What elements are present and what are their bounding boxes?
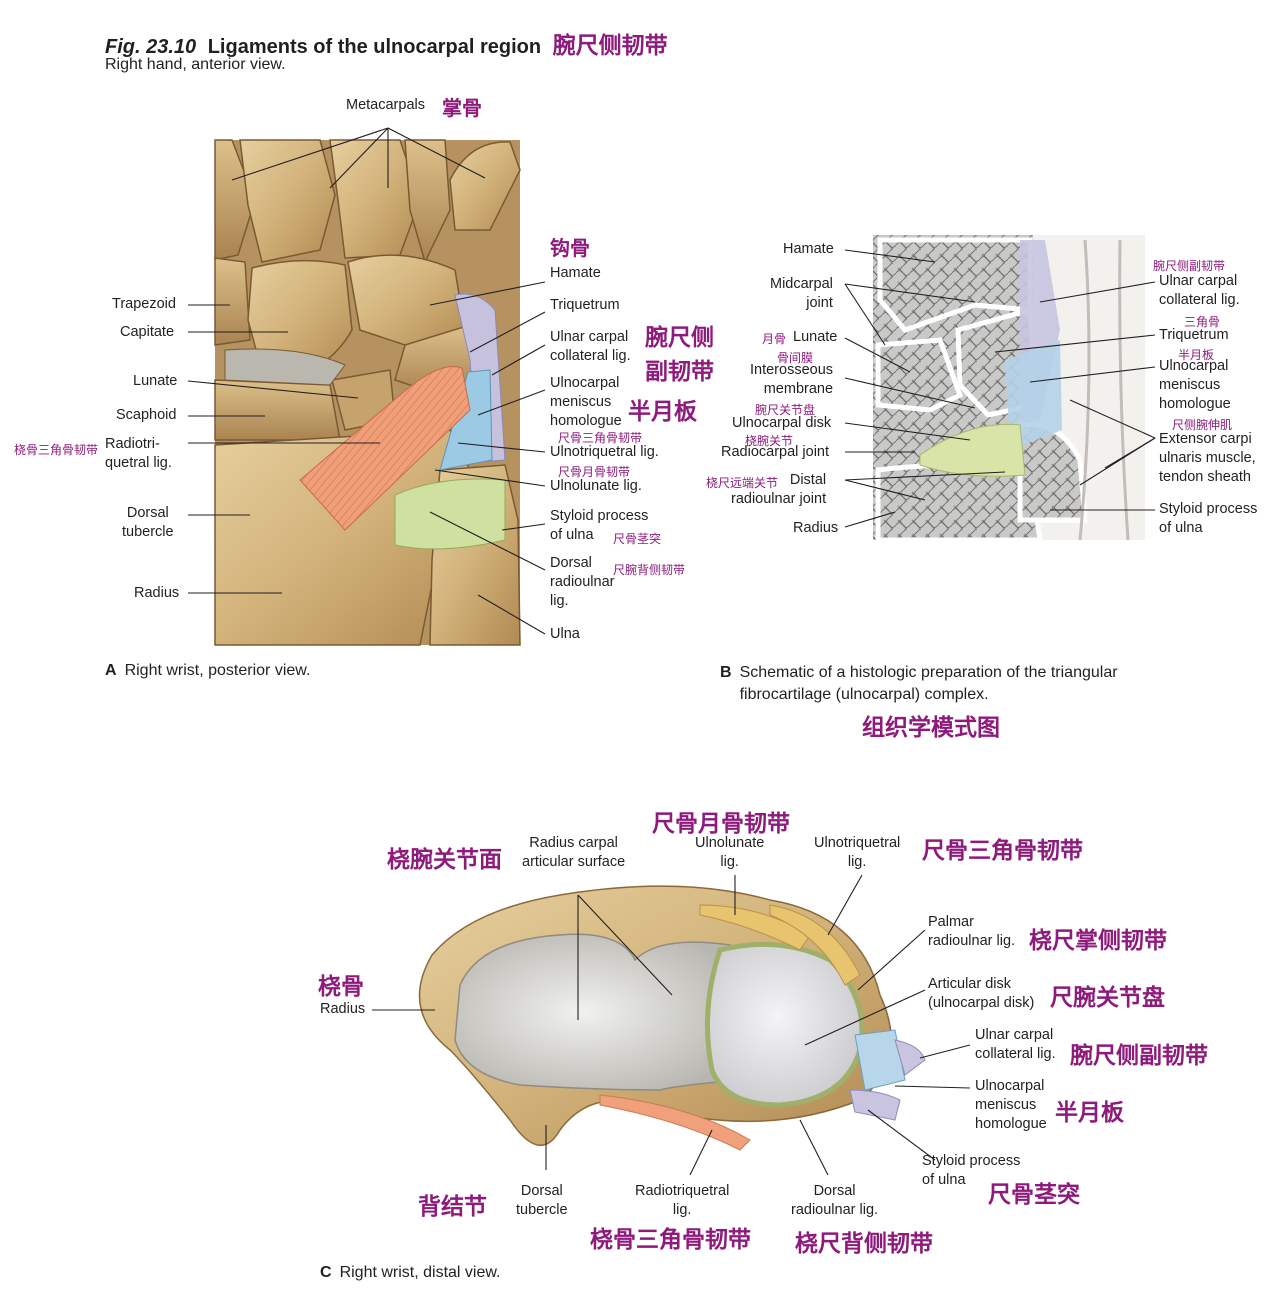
- label-ulnar-carpal-collateral-cn-1: 腕尺侧: [645, 325, 714, 351]
- label-c-ucl: Ulnar carpal collateral lig.: [975, 1027, 1056, 1062]
- label-b-interosseous-cn: 骨间膜: [777, 351, 814, 365]
- label-styloid-a-cn: 尺骨茎突: [613, 532, 662, 546]
- panel-b-caption: B Schematic of a histologic preparation o…: [720, 662, 1118, 706]
- panel-a-caption: A Right wrist, posterior view.: [105, 662, 310, 680]
- label-c-ulnotriquetral: Ulnotriquetral lig.: [814, 835, 901, 870]
- label-radiotriquetral-cn: 桡骨三角骨韧带: [14, 443, 99, 457]
- panel-c-illustration: [418, 885, 926, 1151]
- label-ulnolunate: Ulnolunate lig.: [550, 478, 642, 494]
- label-hamate-cn: 钩骨: [550, 236, 590, 260]
- label-b-ecu-cn: 尺侧腕伸肌: [1172, 418, 1233, 432]
- figure-title: Fig. 23.10 Ligaments of the ulnocarpal r…: [105, 26, 668, 60]
- label-c-articular-disk: Articular disk (ulnocarpal disk): [928, 976, 1035, 1011]
- figure-title-text: Ligaments of the ulnocarpal region: [207, 36, 542, 58]
- label-ulnolunate-cn: 尺骨月骨韧带: [558, 465, 631, 479]
- panel-b-caption-text: Schematic of a histologic preparation of…: [739, 664, 1118, 703]
- label-b-triquetrum-cn: 三角骨: [1184, 315, 1221, 329]
- label-c-radiotriquetral-cn: 桡骨三角骨韧带: [590, 1227, 751, 1253]
- panel-b-leader-lines: [844, 249, 1156, 528]
- label-c-ucl-cn: 腕尺侧副韧带: [1070, 1043, 1208, 1069]
- label-dorsal-radioulnar-a: Dorsal radioulnar lig.: [550, 555, 615, 609]
- label-dorsal-radioulnar-a-cn: 尺腕背侧韧带: [613, 563, 686, 577]
- label-ulnocarpal-meniscus: Ulnocarpal meniscus homologue: [550, 375, 622, 429]
- label-b-interosseous: Interosseous membrane: [750, 362, 834, 397]
- label-b-meniscus: Ulnocarpal meniscus homologue: [1159, 358, 1231, 412]
- label-c-styloid-cn: 尺骨茎突: [988, 1182, 1080, 1208]
- label-c-meniscus-cn: 半月板: [1055, 1100, 1124, 1126]
- label-b-radius: Radius: [793, 520, 839, 536]
- panel-a-illustration: [214, 139, 521, 646]
- label-b-distal-radioulnar-cn: 桡尺远端关节: [706, 476, 779, 490]
- figure-title-cn: 腕尺侧韧带: [552, 33, 668, 59]
- label-b-lunate: Lunate: [793, 329, 838, 345]
- label-lunate: Lunate: [133, 373, 178, 389]
- label-ulna: Ulna: [550, 626, 580, 642]
- label-c-ulnolunate-cn: 尺骨月骨韧带: [652, 811, 790, 837]
- panel-a-leader-lines: [187, 127, 546, 635]
- label-styloid-a: Styloid process of ulna: [550, 508, 649, 543]
- label-c-ulnotriquetral-cn: 尺骨三角骨韧带: [922, 838, 1083, 864]
- label-c-radius-articular: Radius carpal articular surface: [522, 835, 626, 870]
- label-c-radius: Radius: [320, 1001, 366, 1017]
- panel-b-illustration: [873, 235, 1145, 543]
- label-b-radiocarpal: Radiocarpal joint: [721, 444, 830, 460]
- panel-b-caption-cn: 组织学模式图: [862, 715, 1000, 741]
- label-ulnotriquetral-cn: 尺骨三角骨韧带: [558, 431, 643, 445]
- label-b-lunate-cn: 月骨: [762, 332, 787, 346]
- label-c-palmar-radioulnar: Palmar radioulnar lig.: [928, 914, 1016, 949]
- label-c-styloid: Styloid process of ulna: [922, 1153, 1021, 1188]
- label-c-dorsal-tubercle-cn: 背结节: [418, 1194, 487, 1220]
- label-scaphoid: Scaphoid: [116, 407, 177, 423]
- label-c-dorsal-tubercle: Dorsal tubercle: [516, 1183, 568, 1218]
- label-b-ulnocarpal-disk: Ulnocarpal disk: [732, 415, 832, 431]
- label-radius-a: Radius: [134, 585, 180, 601]
- label-ulnar-carpal-collateral-cn-2: 副韧带: [645, 359, 714, 385]
- label-c-radius-articular-cn: 桡腕关节面: [387, 847, 502, 873]
- label-metacarpals: Metacarpals: [346, 97, 425, 113]
- label-c-ulnolunate: Ulnolunate lig.: [695, 835, 765, 870]
- label-c-meniscus: Ulnocarpal meniscus homologue: [975, 1078, 1047, 1132]
- label-c-dorsal-radioulnar-cn: 桡尺背侧韧带: [795, 1231, 933, 1257]
- label-b-ucl: Ulnar carpal collateral lig.: [1159, 273, 1240, 308]
- label-triquetrum: Triquetrum: [550, 297, 620, 313]
- label-hamate: Hamate: [550, 265, 601, 281]
- figure-number: Fig. 23.10: [105, 36, 197, 58]
- panel-a-letter: A: [105, 662, 117, 679]
- label-c-radius-cn: 桡骨: [318, 974, 364, 1000]
- panel-c-caption: C Right wrist, distal view.: [320, 1264, 501, 1282]
- panel-c-leader-lines: [372, 874, 971, 1176]
- panel-b-letter: B: [720, 664, 732, 681]
- label-b-ulnocarpal-disk-cn: 腕尺关节盘: [755, 403, 816, 417]
- label-c-dorsal-radioulnar: Dorsal radioulnar lig.: [791, 1183, 879, 1218]
- figure-subtitle: Right hand, anterior view.: [105, 56, 286, 73]
- panel-c-letter: C: [320, 1264, 332, 1281]
- label-c-radiotriquetral: Radiotriquetral lig.: [635, 1183, 730, 1218]
- label-b-ucl-cn: 腕尺侧副韧带: [1153, 259, 1226, 273]
- label-dorsal-tubercle-a: Dorsal tubercle: [122, 505, 174, 540]
- label-b-midcarpal-joint: Midcarpal joint: [770, 276, 833, 311]
- label-radiotriquetral: Radiotri- quetral lig.: [105, 436, 172, 471]
- label-b-styloid: Styloid process of ulna: [1159, 501, 1258, 536]
- label-metacarpals-cn: 掌骨: [442, 96, 482, 120]
- label-b-meniscus-cn: 半月板: [1178, 348, 1215, 362]
- label-b-hamate: Hamate: [783, 241, 834, 257]
- label-b-distal-radioulnar: Distal radioulnar joint: [731, 472, 827, 507]
- label-ulnotriquetral: Ulnotriquetral lig.: [550, 444, 659, 460]
- label-capitate: Capitate: [120, 324, 175, 340]
- label-c-articular-disk-cn: 尺腕关节盘: [1050, 985, 1165, 1011]
- label-b-triquetrum: Triquetrum: [1159, 327, 1229, 343]
- label-trapezoid: Trapezoid: [112, 296, 176, 312]
- label-b-radiocarpal-cn: 桡腕关节: [745, 434, 794, 448]
- label-c-palmar-radioulnar-cn: 桡尺掌侧韧带: [1029, 928, 1167, 954]
- label-ulnocarpal-meniscus-cn: 半月板: [628, 399, 697, 425]
- panel-c-caption-text: Right wrist, distal view.: [339, 1264, 501, 1281]
- label-ulnar-carpal-collateral: Ulnar carpal collateral lig.: [550, 329, 631, 364]
- label-b-ecu: Extensor carpi ulnaris muscle, tendon sh…: [1159, 431, 1256, 485]
- panel-a-caption-text: Right wrist, posterior view.: [124, 662, 311, 679]
